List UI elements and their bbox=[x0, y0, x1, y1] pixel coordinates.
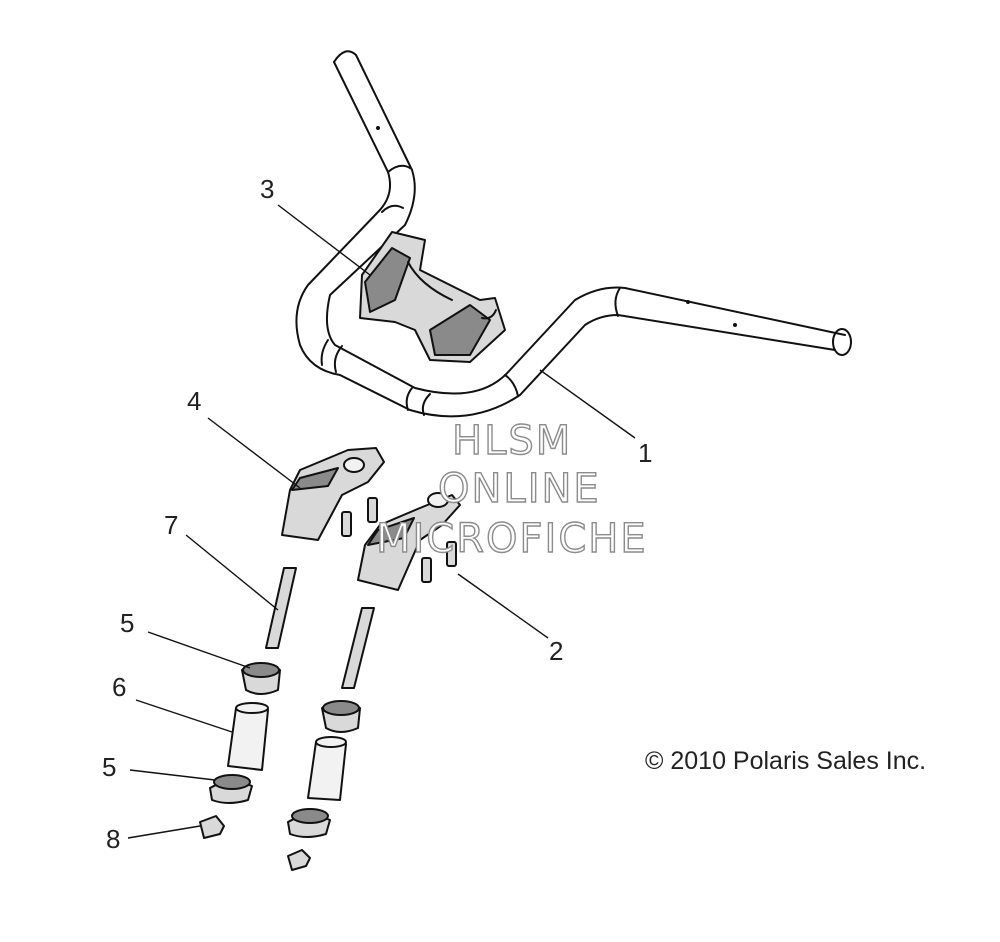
riser-left bbox=[281, 447, 385, 541]
watermark-line-1: HLSM bbox=[452, 418, 572, 464]
callout-7: 7 bbox=[164, 510, 178, 540]
callouts: 1 2 3 4 5 6 5 7 8 bbox=[102, 174, 652, 854]
watermark-line-3: MICROFICHE bbox=[376, 516, 648, 562]
callout-3: 3 bbox=[260, 174, 274, 204]
copyright-notice: © 2010 Polaris Sales Inc. bbox=[645, 747, 926, 775]
handlebar bbox=[295, 50, 852, 418]
watermark-line-2: ONLINE bbox=[438, 466, 601, 512]
callout-5-lower: 5 bbox=[102, 752, 116, 782]
callout-4: 4 bbox=[187, 386, 201, 416]
callout-6: 6 bbox=[112, 672, 126, 702]
leader-lines bbox=[127, 204, 636, 839]
studs bbox=[265, 567, 375, 689]
bushings bbox=[209, 662, 361, 838]
watermark: HLSM ONLINE MICROFICHE bbox=[375, 417, 648, 562]
riser-right bbox=[357, 492, 461, 591]
callout-2: 2 bbox=[549, 636, 563, 666]
bolts bbox=[341, 497, 457, 583]
callout-5-upper: 5 bbox=[120, 608, 134, 638]
callout-1: 1 bbox=[638, 438, 652, 468]
nuts bbox=[199, 815, 311, 871]
upper-clamp bbox=[359, 231, 506, 363]
spacers bbox=[227, 702, 347, 801]
callout-8: 8 bbox=[106, 824, 120, 854]
